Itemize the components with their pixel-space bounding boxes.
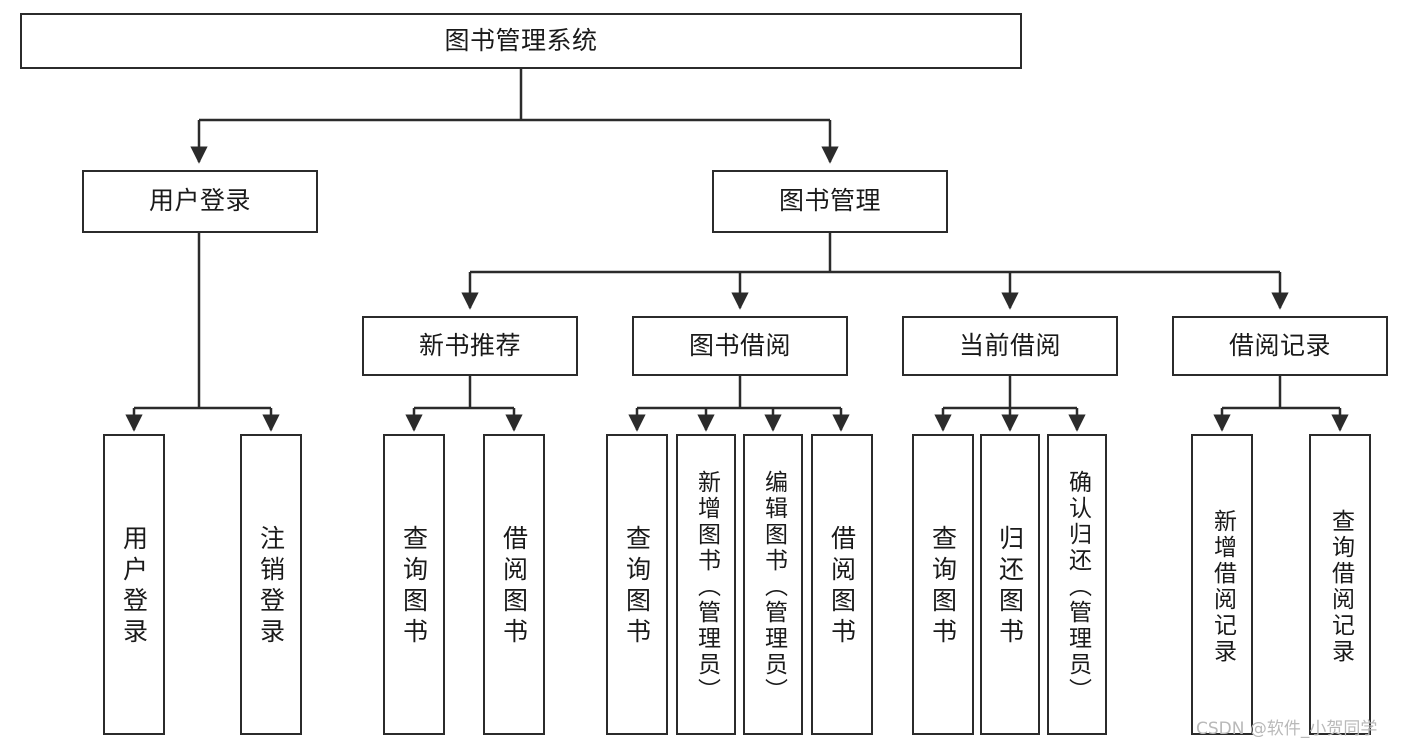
leaf-query-borrow-record[interactable]: 查询借阅记录: [1309, 434, 1371, 735]
node-label: 新增图书（管理员）: [693, 469, 720, 704]
node-label: 借阅记录: [1228, 330, 1331, 360]
node-label: 新书推荐: [418, 330, 521, 360]
node-label: 用户登录: [119, 524, 149, 649]
node-label: 新增借阅记录: [1209, 508, 1236, 665]
node-label: 图书借阅: [688, 330, 791, 360]
node-user-login[interactable]: 用户登录: [82, 170, 318, 233]
node-label: 图书管理: [778, 186, 881, 216]
node-label: 查询图书: [928, 524, 958, 649]
leaf-query-book-borrow[interactable]: 查询图书: [606, 434, 668, 735]
node-label: 归还图书: [995, 524, 1025, 649]
node-label: 注销登录: [256, 524, 286, 649]
node-book-borrow[interactable]: 图书借阅: [632, 316, 848, 376]
node-label: 借阅图书: [827, 524, 857, 649]
node-label: 用户登录: [148, 186, 251, 216]
node-root-book-management-system[interactable]: 图书管理系统: [20, 13, 1022, 69]
node-borrow-record[interactable]: 借阅记录: [1172, 316, 1388, 376]
node-label: 图书管理系统: [444, 25, 598, 55]
leaf-confirm-return-admin[interactable]: 确认归还（管理员）: [1047, 434, 1107, 735]
leaf-add-borrow-record[interactable]: 新增借阅记录: [1191, 434, 1253, 735]
leaf-query-book-current[interactable]: 查询图书: [912, 434, 974, 735]
node-label: 查询图书: [399, 524, 429, 649]
leaf-edit-book-admin[interactable]: 编辑图书（管理员）: [743, 434, 803, 735]
node-book-management[interactable]: 图书管理: [712, 170, 948, 233]
leaf-query-book-recommend[interactable]: 查询图书: [383, 434, 445, 735]
node-new-book-recommend[interactable]: 新书推荐: [362, 316, 578, 376]
leaf-add-book-admin[interactable]: 新增图书（管理员）: [676, 434, 736, 735]
leaf-borrow-book[interactable]: 借阅图书: [811, 434, 873, 735]
node-label: 借阅图书: [499, 524, 529, 649]
node-label: 查询借阅记录: [1327, 508, 1354, 665]
node-label: 当前借阅: [958, 330, 1061, 360]
node-label: 编辑图书（管理员）: [760, 469, 787, 704]
leaf-return-book[interactable]: 归还图书: [980, 434, 1040, 735]
node-label: 查询图书: [622, 524, 652, 649]
csdn-watermark: CSDN @软件_小贺同学: [1196, 719, 1378, 739]
node-label: 确认归还（管理员）: [1064, 469, 1091, 704]
leaf-user-logout[interactable]: 注销登录: [240, 434, 302, 735]
leaf-borrow-book-recommend[interactable]: 借阅图书: [483, 434, 545, 735]
leaf-user-login[interactable]: 用户登录: [103, 434, 165, 735]
node-current-borrow[interactable]: 当前借阅: [902, 316, 1118, 376]
